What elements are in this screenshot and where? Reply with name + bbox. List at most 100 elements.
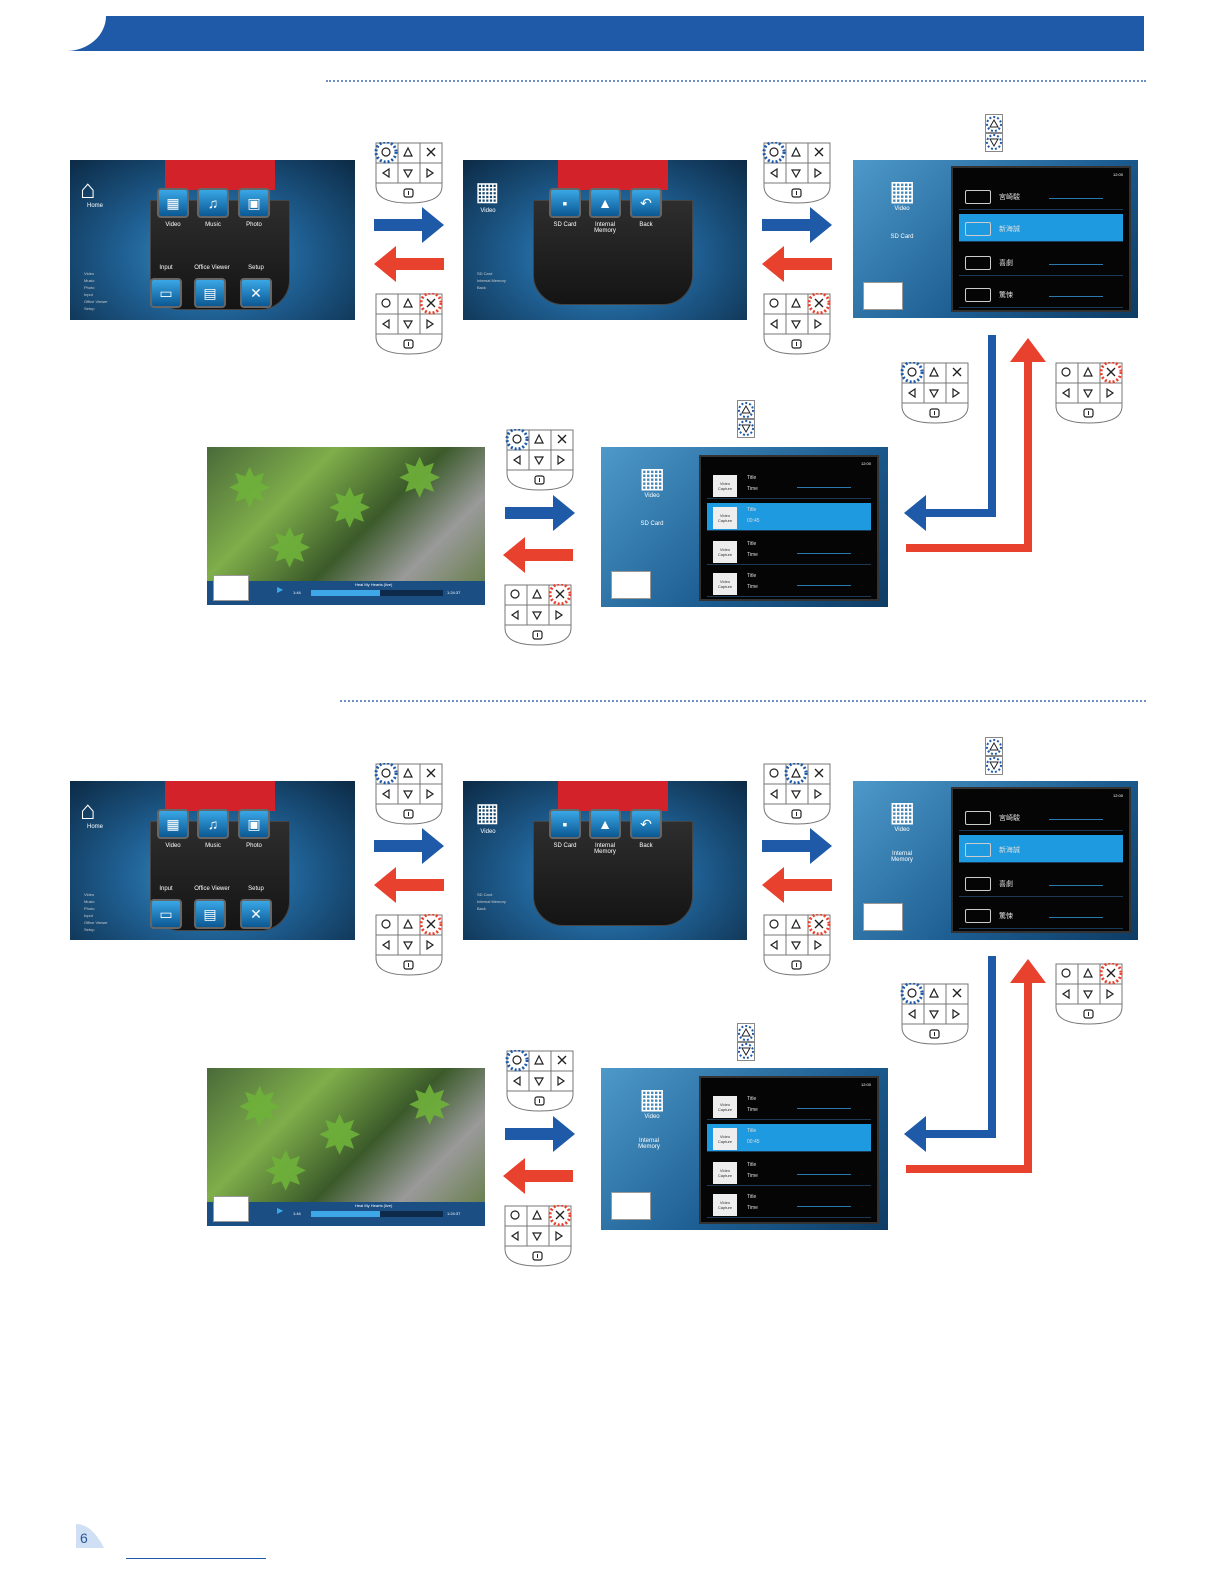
setup-icon[interactable]: ✕ [240, 899, 272, 929]
folder-row[interactable]: 驚悚 [959, 901, 1123, 929]
internal-memory-icon[interactable]: ▲ [589, 188, 621, 218]
folder-row[interactable]: 喜劇 [959, 248, 1123, 276]
clock: 12:00 [860, 461, 871, 466]
input-icon[interactable]: ▭ [150, 278, 182, 308]
nav-key-guide-icon [863, 282, 903, 310]
back-icon[interactable]: ↶ [630, 809, 662, 839]
leaf-image: ✸ [397, 449, 443, 509]
nav-key-guide-icon [213, 1196, 249, 1222]
total-time: 1:24:37 [447, 590, 461, 595]
file-screen: ▦ Video Internal Memory 12:00 Video Capt… [601, 1068, 888, 1230]
sd-card-icon[interactable]: ▪ [549, 188, 581, 218]
progress-fill [311, 1211, 380, 1217]
source-label: SD Card [890, 234, 914, 240]
film-icon: ▦ [889, 796, 916, 827]
folder-icon [965, 190, 991, 204]
back-elbow-arrow-icon [906, 959, 1046, 1184]
header-bar [66, 16, 1144, 51]
tile-label: Back [639, 222, 653, 228]
forward-elbow-arrow-icon [904, 335, 996, 540]
play-icon[interactable]: ▶ [277, 585, 284, 594]
progress-bar[interactable] [311, 1211, 443, 1217]
music-icon[interactable]: ♫ [197, 188, 229, 218]
screen-title: Video [894, 827, 910, 833]
back-arrow-icon [374, 244, 444, 289]
internal-memory-icon[interactable]: ▲ [589, 809, 621, 839]
remote-keypad-icon [374, 912, 444, 976]
input-icon[interactable]: ▭ [150, 899, 182, 929]
source-label: Internal Memory [638, 1138, 660, 1150]
folder-icon [965, 877, 991, 891]
leaf-image: ✸ [267, 519, 313, 579]
up-down-key-icon [737, 1023, 755, 1061]
home-icon: ⌂ [80, 174, 96, 204]
tile-label: Setup [248, 886, 264, 892]
playback-screen: ✸ ✸ ✸ ✸ ▶ 1:44 Heal My Hearts (live) 1:2… [207, 1068, 485, 1226]
back-icon[interactable]: ↶ [630, 188, 662, 218]
folder-row-selected[interactable]: 新海誠 [959, 214, 1123, 242]
tile-label: Video [165, 222, 181, 228]
photo-icon[interactable]: ▣ [238, 188, 270, 218]
video-source-screen: ▦ Video ▪ ▲ ↶ SD Card Internal Memory Ba… [463, 781, 747, 940]
home-title: Home [86, 824, 103, 830]
tile-label: Internal Memory [594, 843, 616, 855]
remote-keypad-icon [505, 1048, 575, 1112]
forward-arrow-icon [762, 205, 832, 250]
page-number: 6 [80, 1530, 88, 1546]
home-screen: ⌂ Home ▦ ♫ ▣ Video Music Photo Input Off… [70, 160, 355, 320]
back-arrow-icon [503, 535, 573, 580]
photo-icon[interactable]: ▣ [238, 809, 270, 839]
sd-card-icon[interactable]: ▪ [549, 809, 581, 839]
leaf-image: ✸ [237, 1078, 283, 1138]
folder-row[interactable]: 宮崎駿 [959, 803, 1123, 831]
up-down-key-icon [985, 114, 1003, 152]
play-icon[interactable]: ▶ [277, 1206, 284, 1215]
nav-key-guide-icon [213, 575, 249, 601]
folder-screen: ▦ Video SD Card 12:00 宮崎駿 新海誠 喜劇 驚悚 [853, 160, 1138, 318]
remote-keypad-icon [1054, 360, 1124, 424]
folder-row[interactable]: 宮崎駿 [959, 182, 1123, 210]
tile-label: Input [159, 886, 173, 892]
remote-keypad-icon [374, 291, 444, 355]
folder-panel: 12:00 宮崎駿 新海誠 喜劇 驚悚 [951, 787, 1131, 933]
music-icon[interactable]: ♫ [197, 809, 229, 839]
video-icon[interactable]: ▦ [157, 809, 189, 839]
progress-bar[interactable] [311, 590, 443, 596]
folder-row[interactable]: 喜劇 [959, 869, 1123, 897]
leaf-image: ✸ [407, 1076, 453, 1136]
office-viewer-icon[interactable]: ▤ [194, 278, 226, 308]
remote-keypad-icon [762, 761, 832, 825]
ribbon [558, 160, 668, 190]
office-viewer-icon[interactable]: ▤ [194, 899, 226, 929]
tile-label: Photo [246, 222, 262, 228]
tile-label: Input [159, 265, 173, 271]
progress-fill [311, 590, 380, 596]
ribbon [165, 160, 275, 190]
section-divider-1 [326, 80, 1146, 82]
tile-label: Music [205, 843, 221, 849]
remote-keypad-icon [1054, 961, 1124, 1025]
folder-row[interactable]: 驚悚 [959, 280, 1123, 308]
screen-title: Video [644, 493, 660, 499]
video-icon[interactable]: ▦ [157, 188, 189, 218]
remote-keypad-icon [762, 912, 832, 976]
forward-arrow-icon [505, 1114, 575, 1159]
track-title: Heal My Hearts (live) [355, 582, 393, 587]
setup-icon[interactable]: ✕ [240, 278, 272, 308]
tile-label: Photo [246, 843, 262, 849]
folder-row-selected[interactable]: 新海誠 [959, 835, 1123, 863]
elapsed-time: 1:44 [293, 1211, 301, 1216]
forward-arrow-icon [374, 826, 444, 871]
forward-arrow-icon [505, 493, 575, 538]
folder-icon [965, 843, 991, 857]
